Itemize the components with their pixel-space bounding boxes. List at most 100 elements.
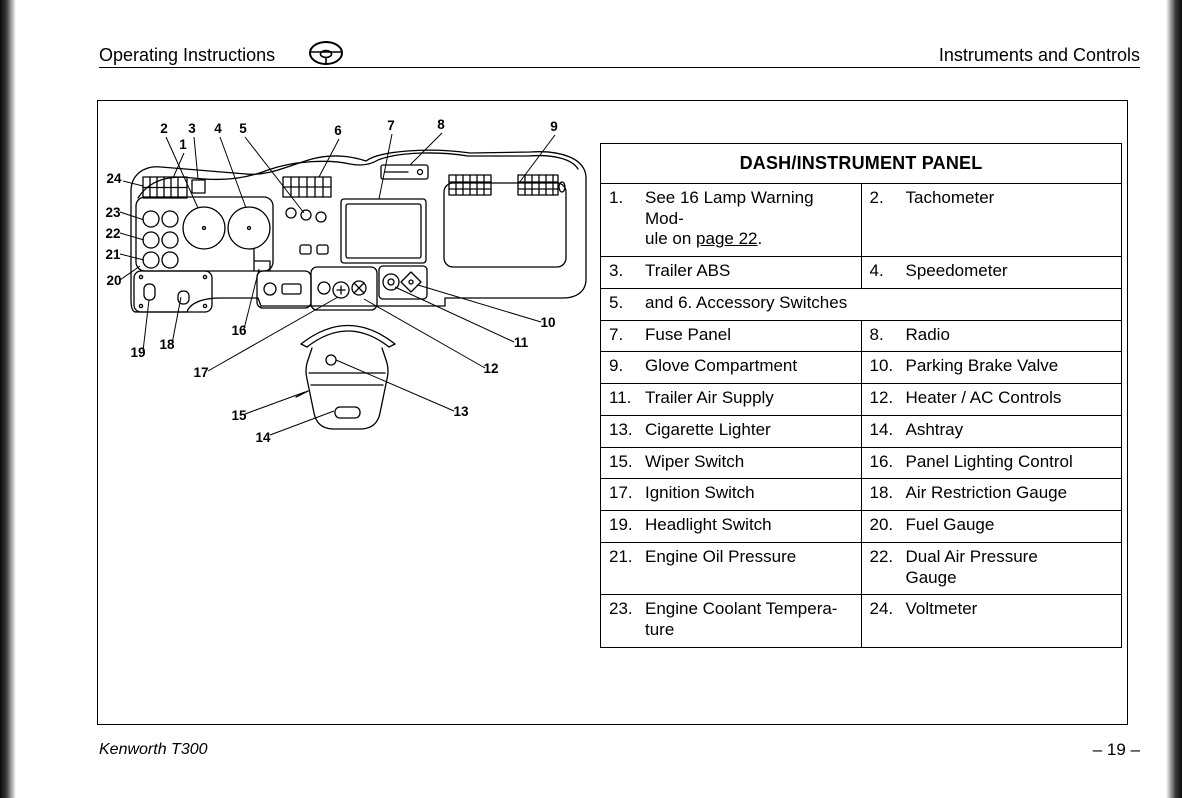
- table-cell: 9.Glove Compartment: [600, 351, 862, 385]
- callout-11: 11: [514, 335, 529, 350]
- table-cell: 4.Speedometer: [860, 256, 1122, 289]
- trailer-air-supply-knob: [382, 273, 400, 291]
- table-cell: 8.Radio: [860, 319, 1122, 353]
- callout-5: 5: [239, 121, 247, 136]
- fuse-panel: [340, 198, 427, 264]
- cigarette-lighter: [325, 354, 337, 366]
- ignition-panel: [310, 266, 378, 311]
- header-left-title: Operating Instructions: [99, 45, 276, 65]
- table-row: 17.Ignition Switch 18.Air Restriction Ga…: [600, 478, 1122, 512]
- parking-brake-valve: [400, 271, 422, 293]
- table-row: 9.Glove Compartment 10.Parking Brake Val…: [600, 351, 1122, 385]
- table-cell: 15.Wiper Switch: [600, 446, 862, 480]
- callout-9: 9: [550, 119, 558, 134]
- callout-22: 22: [105, 226, 120, 241]
- steering-wheel-rim: [300, 325, 396, 345]
- glove-compartment: [443, 182, 567, 268]
- table-cell: 14.Ashtray: [860, 414, 1122, 448]
- callout-23: 23: [105, 205, 121, 220]
- page-22-link[interactable]: page 22: [696, 229, 758, 249]
- header-rule: [99, 67, 1140, 68]
- wiper-switch: [263, 282, 277, 296]
- table-row: 11.Trailer Air Supply 12.Heater / AC Con…: [600, 383, 1122, 416]
- steering-column: [305, 347, 389, 430]
- table-cell: 10.Parking Brake Valve: [860, 351, 1122, 385]
- table-row: 3.Trailer ABS 4.Speedometer: [600, 256, 1122, 289]
- table-cell: 3.Trailer ABS: [600, 256, 862, 289]
- table-title-row: DASH/INSTRUMENT PANEL: [600, 143, 1122, 184]
- glove-latch: [558, 181, 566, 193]
- accessory-switch-2: [316, 244, 329, 255]
- callout-1: 1: [179, 137, 187, 152]
- wiper-panel: [256, 270, 312, 309]
- table-row: 7.Fuse Panel 8.Radio: [600, 319, 1122, 353]
- table-row: 19.Headlight Switch 20.Fuel Gauge: [600, 510, 1122, 543]
- table-cell-full: 5.and 6. Accessory Switches: [600, 287, 1122, 321]
- table-row: 5.and 6. Accessory Switches: [600, 287, 1122, 321]
- table-cell: 24.Voltmeter: [860, 594, 1122, 648]
- dash-diagram: 1 2 3 4 5 6 7 8 9 10 11 12 13 14 15 16 1…: [105, 117, 587, 445]
- steering-wheel-icon: [306, 39, 346, 72]
- table-title: DASH/INSTRUMENT PANEL: [600, 143, 1122, 184]
- panel-lighting-control: [253, 248, 271, 272]
- speedometer-gauge: [227, 206, 271, 250]
- table-cell: 22. Dual Air Pressure Gauge: [860, 541, 1122, 596]
- callout-7: 7: [387, 118, 395, 133]
- ignition-switch: [332, 281, 350, 299]
- callout-14: 14: [255, 430, 271, 445]
- tachometer-gauge: [182, 206, 226, 250]
- accessory-switch-1: [299, 244, 312, 255]
- table-row: 15.Wiper Switch 16.Panel Lighting Contro…: [600, 446, 1122, 480]
- callout-15: 15: [231, 408, 247, 423]
- coolant-temp-gauge: [142, 231, 160, 249]
- headlight-panel: [133, 270, 213, 313]
- callout-20: 20: [106, 273, 121, 288]
- scan-edge-left: [0, 0, 16, 798]
- figure-frame: 1 2 3 4 5 6 7 8 9 10 11 12 13 14 15 16 1…: [97, 100, 1128, 725]
- legend-table: DASH/INSTRUMENT PANEL 1. See 16 Lamp War…: [600, 143, 1122, 648]
- callout-21: 21: [105, 247, 121, 262]
- callout-24: 24: [106, 171, 122, 186]
- table-cell: 12.Heater / AC Controls: [860, 383, 1122, 416]
- table-cell: 7.Fuse Panel: [600, 319, 862, 353]
- callout-3: 3: [188, 121, 196, 136]
- brake-panel: [378, 265, 428, 300]
- table-cell: 18.Air Restriction Gauge: [860, 478, 1122, 512]
- dual-air-gauge: [161, 231, 179, 249]
- callout-10: 10: [540, 315, 555, 330]
- dash-outline: [130, 149, 587, 313]
- table-row: 23. Engine Coolant Tempera- ture 24.Volt…: [600, 594, 1122, 648]
- callout-17: 17: [193, 365, 208, 380]
- oil-pressure-gauge: [142, 251, 160, 269]
- table-cell: 13.Cigarette Lighter: [600, 414, 862, 448]
- footer-model-name: Kenworth T300: [99, 741, 208, 758]
- dash-seam: [137, 152, 579, 199]
- radio: [380, 164, 429, 180]
- scan-edge-right: [1166, 0, 1182, 798]
- voltmeter-gauge: [142, 210, 160, 228]
- table-row: 21.Engine Oil Pressure 22. Dual Air Pres…: [600, 541, 1122, 596]
- ashtray: [334, 406, 361, 419]
- table-cell: 17.Ignition Switch: [600, 478, 862, 512]
- callout-13: 13: [453, 404, 469, 419]
- table-row: 13.Cigarette Lighter 14.Ashtray: [600, 414, 1122, 448]
- callout-8: 8: [437, 117, 445, 132]
- fuel-gauge: [161, 251, 179, 269]
- trailer-abs-lamp: [191, 179, 206, 194]
- table-cell: 23. Engine Coolant Tempera- ture: [600, 594, 862, 648]
- table-cell: 20.Fuel Gauge: [860, 510, 1122, 543]
- table-cell: 16.Panel Lighting Control: [860, 446, 1122, 480]
- table-cell: 2.Tachometer: [860, 182, 1122, 258]
- headlight-switch: [143, 283, 156, 301]
- callout-19: 19: [130, 345, 145, 360]
- callout-12: 12: [483, 361, 498, 376]
- header-right-title: Instruments and Controls: [938, 45, 1140, 65]
- footer-page-number: – 19 –: [1092, 740, 1140, 759]
- table-row: 1. See 16 Lamp Warning Mod- ule on page …: [600, 182, 1122, 258]
- air-restriction-gauge: [161, 210, 179, 228]
- callout-2: 2: [160, 121, 168, 136]
- table-cell: 19.Headlight Switch: [600, 510, 862, 543]
- callout-4: 4: [214, 121, 222, 136]
- table-cell: 1. See 16 Lamp Warning Mod- ule on page …: [600, 182, 862, 258]
- table-cell: 11.Trailer Air Supply: [600, 383, 862, 416]
